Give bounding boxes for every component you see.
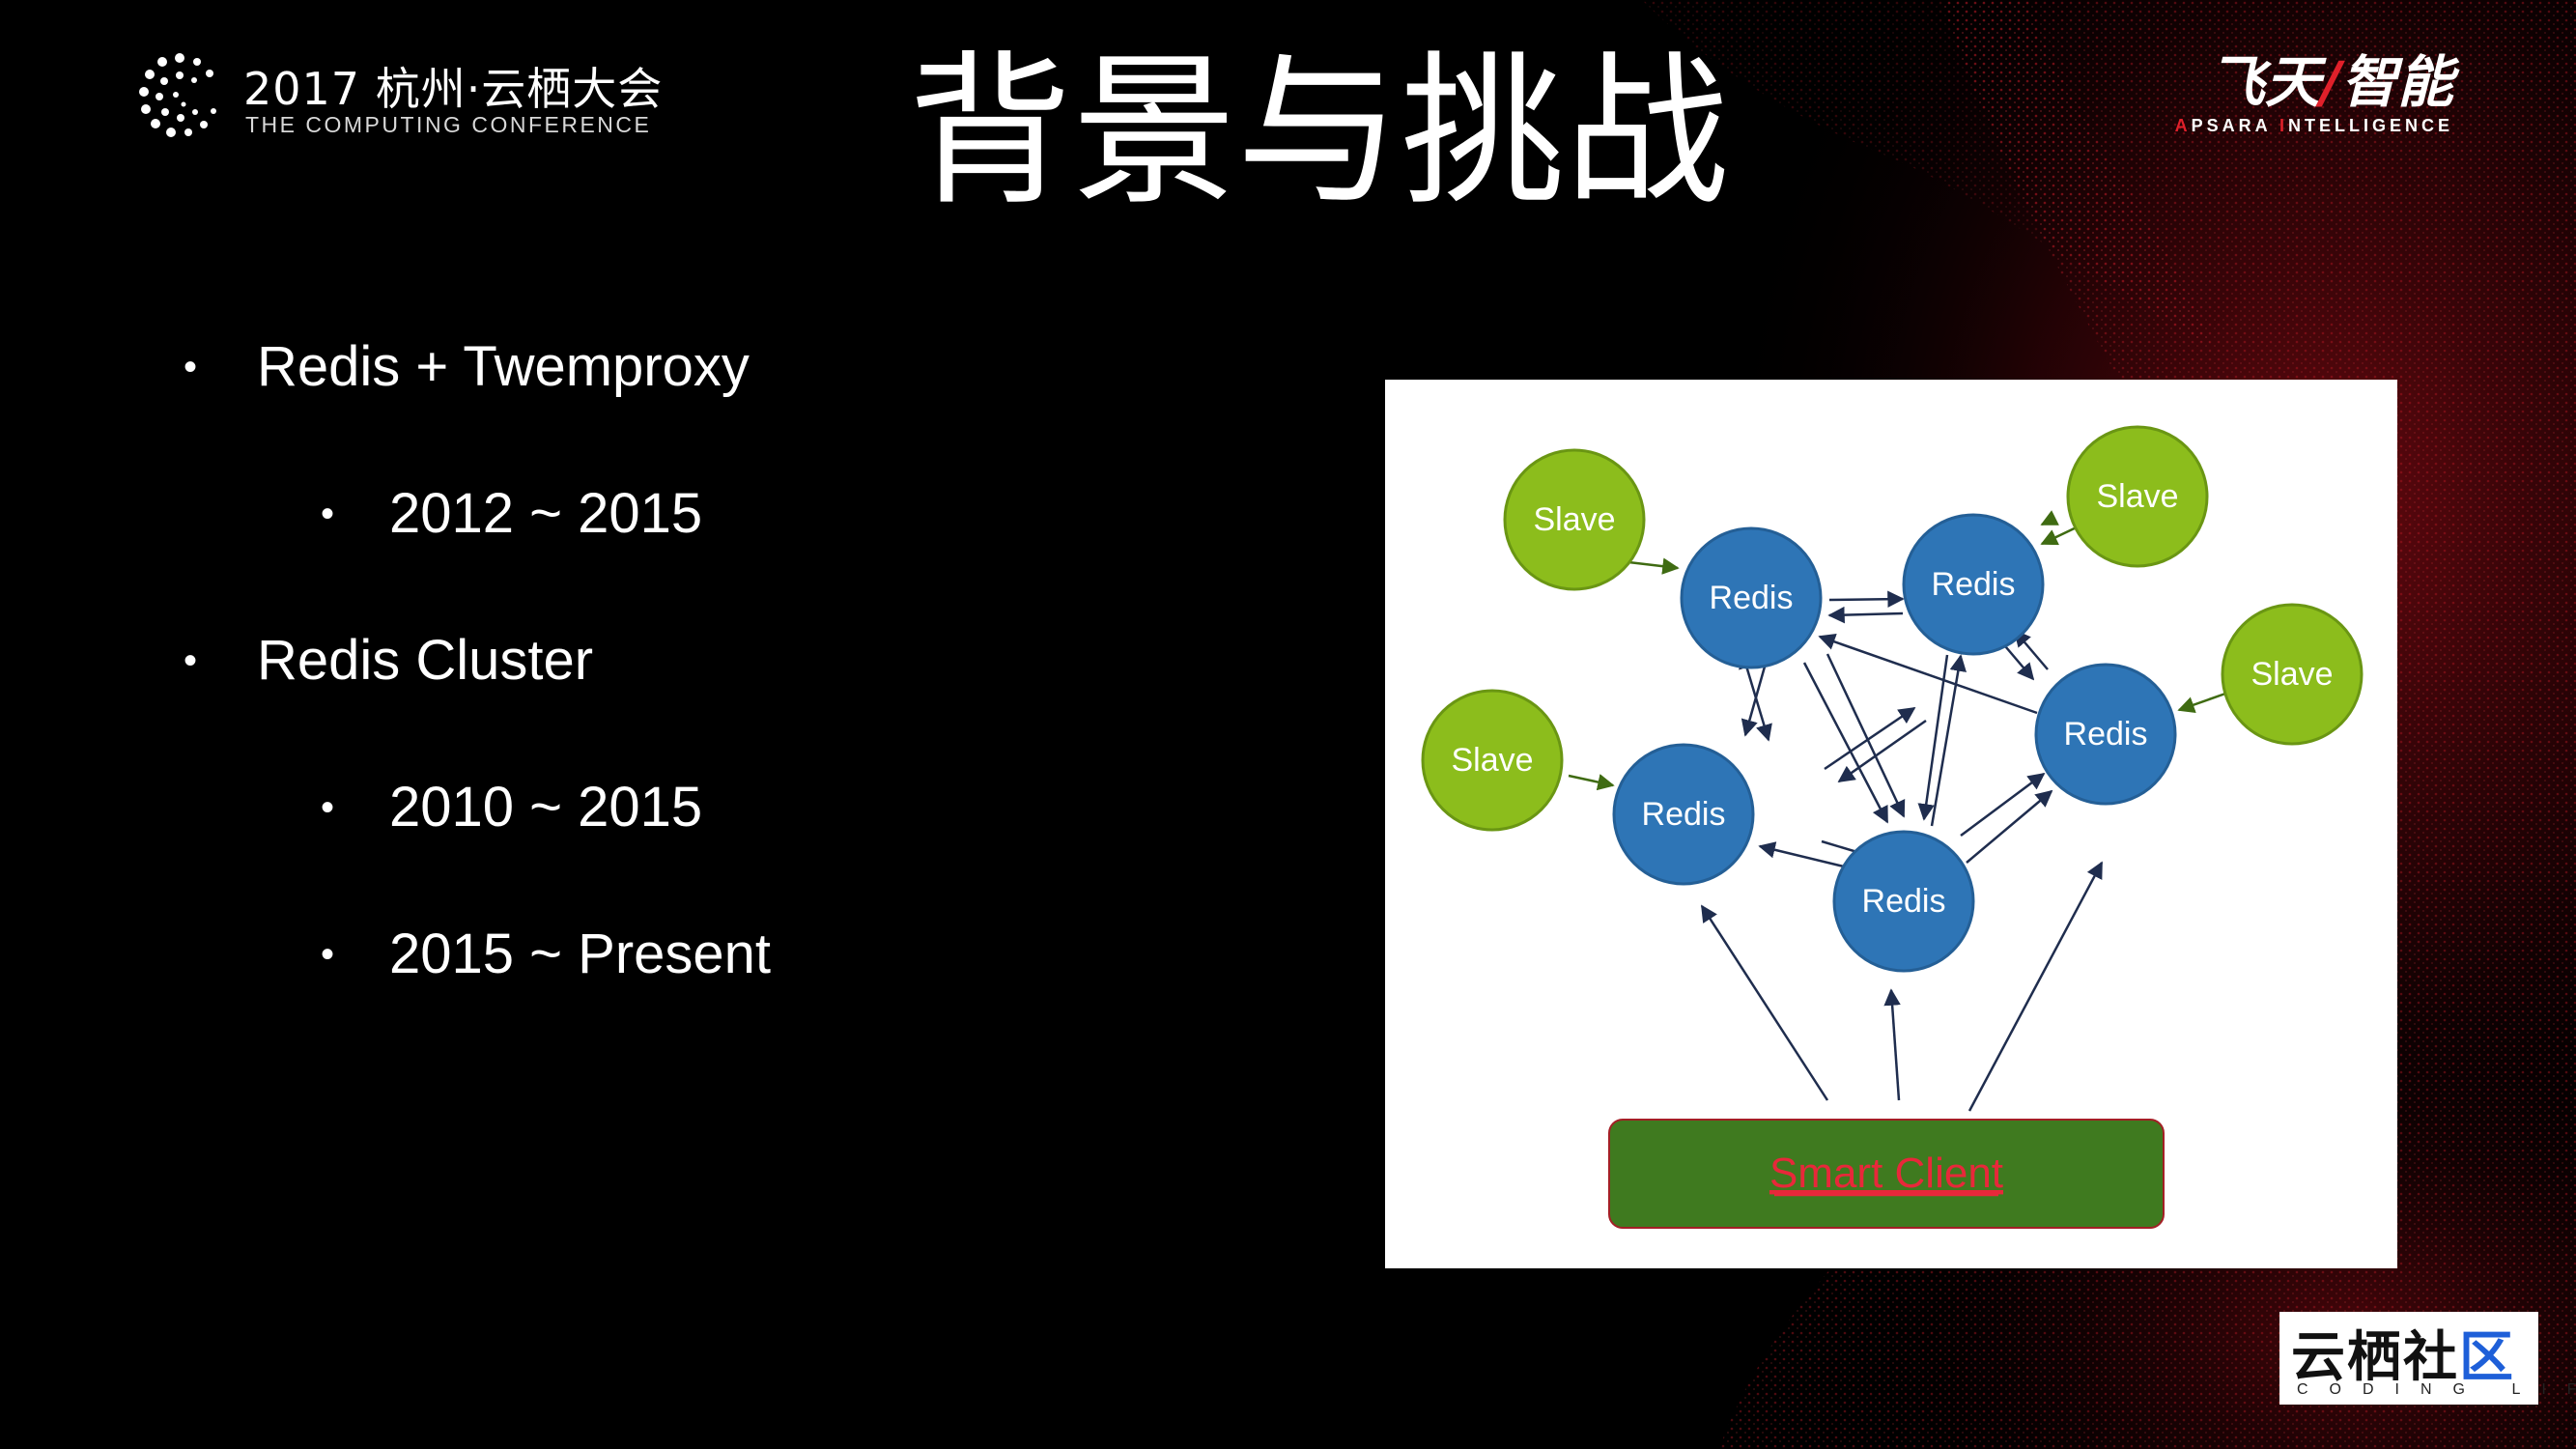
slave-label: Slave <box>1451 742 1533 779</box>
redis-node: Redis <box>1834 832 1973 971</box>
redis-label: Redis <box>2064 716 2148 753</box>
bullet-text: Redis Cluster <box>257 627 593 695</box>
footer-logo-accent: 区 <box>2459 1326 2515 1389</box>
redis-label: Redis <box>1862 883 1946 920</box>
brand-sub-initial-i: I <box>2279 116 2288 135</box>
bullet-dot: • <box>321 774 334 841</box>
brand-sub-intelligence: NTELLIGENCE <box>2288 116 2453 135</box>
bullet-text: 2015 ~ Present <box>389 921 771 988</box>
redis-label: Redis <box>1710 580 1794 616</box>
slave-node: Slave <box>2222 605 2362 744</box>
slave-label: Slave <box>1533 501 1615 538</box>
bullet-text: 2012 ~ 2015 <box>389 480 702 548</box>
bullet-dot: • <box>184 333 197 401</box>
slave-label: Slave <box>2250 656 2333 693</box>
brand-main-b: 智能 <box>2341 49 2453 115</box>
redis-label: Redis <box>1642 796 1726 833</box>
bullet-dot: • <box>321 921 334 988</box>
conference-subtitle: THE COMPUTING CONFERENCE <box>245 112 651 138</box>
conference-mark-icon <box>135 50 224 139</box>
bullet-dot: • <box>321 480 334 548</box>
conference-title: 2017 杭州·云栖大会 <box>243 54 663 118</box>
redis-node: Redis <box>1904 515 2043 654</box>
footer-logo-text: 云栖社 <box>2291 1326 2459 1389</box>
conference-logo: 2017 杭州·云栖大会 THE COMPUTING CONFERENCE <box>135 46 676 143</box>
slave-node: Slave <box>1505 450 1644 589</box>
redis-cluster-diagram: Slave Slave Slave Slave Redis Redis Redi… <box>1385 380 2397 1268</box>
brand-sub-initial-a: A <box>2175 116 2192 135</box>
redis-node: Redis <box>1614 745 1753 884</box>
redis-node: Redis <box>1682 528 1821 668</box>
apsara-intelligence-logo: 飞天/智能 APSARA INTELLIGENCE <box>2164 50 2453 147</box>
yunqi-community-logo: 云栖社区 CODING LIFE <box>2279 1312 2538 1405</box>
diagram-canvas: Slave Slave Slave Slave Redis Redis Redi… <box>1385 380 2397 1268</box>
redis-label: Redis <box>1932 566 2016 603</box>
bullet-text: Redis + Twemproxy <box>257 333 750 401</box>
redis-node: Redis <box>2036 665 2175 804</box>
slave-node: Slave <box>2068 427 2207 566</box>
brand-slash: / <box>2321 49 2341 115</box>
brand-main-a: 飞天 <box>2209 49 2321 115</box>
bullet-text: 2010 ~ 2015 <box>389 774 702 841</box>
bullet-dot: • <box>184 627 197 695</box>
slave-node: Slave <box>1423 691 1562 830</box>
slave-label: Slave <box>2096 478 2178 515</box>
smart-client-box: Smart Client <box>1609 1120 2164 1228</box>
slide-title: 背景与挑战 <box>908 41 1729 224</box>
footer-logo-subtitle: CODING LIFE <box>2297 1381 2576 1399</box>
smart-client-label: Smart Client <box>1769 1150 2003 1197</box>
brand-sub-apsara: PSARA <box>2192 116 2279 135</box>
